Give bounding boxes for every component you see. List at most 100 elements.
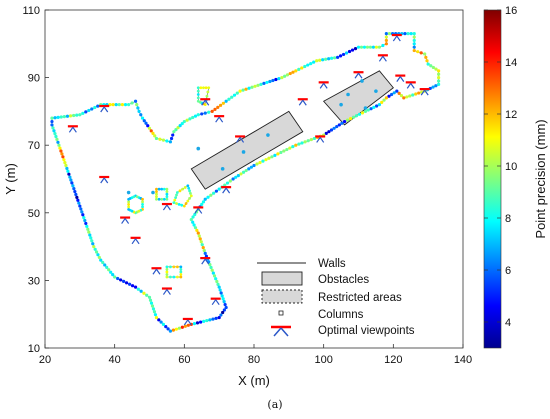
- scan-point: [56, 140, 60, 144]
- scan-point: [244, 168, 248, 173]
- scan-point: [113, 275, 117, 279]
- scan-point: [55, 137, 59, 142]
- x-axis-label: X (m): [238, 373, 270, 388]
- scan-point: [425, 59, 429, 63]
- scan-point: [342, 119, 347, 124]
- scan-point: [234, 175, 238, 179]
- scan-point: [198, 320, 203, 324]
- scan-point: [145, 293, 149, 297]
- legend-walls-label: Walls: [318, 258, 346, 270]
- scan-point: [149, 129, 153, 133]
- scan-point: [389, 92, 394, 97]
- scan-point: [228, 179, 232, 183]
- scan-point: [155, 192, 158, 196]
- obstacles-layer: [190, 70, 394, 190]
- scan-point: [155, 190, 158, 194]
- scan-point: [362, 45, 367, 49]
- scan-point: [160, 197, 164, 201]
- scan-point: [153, 313, 158, 317]
- scan-point: [87, 230, 91, 234]
- optimal-viewpoint: [377, 54, 388, 62]
- scan-point: [219, 313, 223, 317]
- y-tick-label: 50: [28, 208, 40, 220]
- scan-point: [105, 265, 109, 269]
- scan-point: [182, 119, 186, 124]
- scan-point: [93, 247, 97, 251]
- scan-point: [209, 193, 213, 197]
- scan-point: [169, 275, 172, 279]
- interior-outline: [156, 188, 168, 200]
- scan-point: [303, 64, 307, 69]
- scan-point: [434, 84, 438, 88]
- scan-point: [80, 210, 84, 214]
- scan-point: [294, 143, 298, 147]
- scan-point: [137, 109, 141, 113]
- scan-point: [291, 145, 295, 149]
- scan-point: [157, 187, 161, 191]
- column: [151, 190, 155, 195]
- optimal-viewpoint: [161, 287, 172, 295]
- scan-point: [241, 170, 246, 174]
- scan-point: [160, 187, 164, 191]
- scan-point: [162, 187, 166, 191]
- optimal-viewpoint: [318, 81, 329, 89]
- scan-point: [127, 200, 130, 204]
- scan-point: [84, 221, 88, 226]
- column: [266, 133, 270, 137]
- column: [126, 190, 131, 195]
- scan-point: [67, 172, 71, 176]
- scan-point: [52, 129, 56, 133]
- scan-point: [155, 195, 158, 199]
- scan-point: [72, 113, 76, 118]
- scan-point: [359, 45, 364, 49]
- optimal-viewpoint: [405, 81, 416, 89]
- scan-point: [198, 237, 202, 241]
- scan-point: [414, 92, 418, 96]
- colorbar-tick-label: 4: [505, 317, 511, 329]
- scan-point: [406, 32, 410, 36]
- scan-point: [205, 318, 209, 323]
- scan-point: [196, 113, 200, 117]
- scan-point: [176, 126, 180, 130]
- scan-point: [206, 195, 210, 199]
- scan-point: [324, 131, 328, 135]
- optimal-viewpoint: [297, 98, 308, 106]
- scan-point: [236, 174, 240, 178]
- scan-point: [191, 115, 195, 120]
- scan-point: [357, 112, 362, 116]
- scan-point: [164, 324, 168, 329]
- scan-point: [222, 308, 226, 312]
- obstacle: [190, 110, 304, 190]
- scan-point: [109, 270, 113, 274]
- scan-point: [147, 295, 152, 299]
- optimal-viewpoint: [395, 74, 406, 82]
- column: [339, 102, 343, 107]
- scan-point: [329, 128, 334, 132]
- scan-point: [82, 216, 86, 220]
- scan-point: [210, 268, 214, 272]
- scan-point: [151, 307, 156, 311]
- scan-point: [65, 114, 70, 118]
- scan-point: [150, 304, 155, 308]
- scan-point: [152, 310, 157, 314]
- legend-viewpoint-swatch: [271, 325, 291, 337]
- interior-outlines: [127, 86, 211, 279]
- scan-point: [142, 291, 146, 295]
- scan-point: [412, 38, 416, 43]
- scan-point: [68, 114, 73, 118]
- scan-point: [171, 328, 175, 332]
- scan-point: [333, 56, 337, 60]
- optimal-viewpoint: [353, 71, 364, 79]
- scan-point: [212, 274, 217, 278]
- scan-point: [151, 131, 155, 135]
- scan-point: [53, 132, 57, 136]
- scan-point: [162, 197, 166, 201]
- scan-point: [60, 152, 64, 156]
- scan-point: [344, 51, 349, 55]
- scan-point: [431, 65, 435, 70]
- scan-point: [120, 103, 125, 107]
- scan-point: [70, 181, 74, 185]
- scan-point: [232, 93, 237, 97]
- scan-point: [186, 199, 190, 203]
- scan-point: [57, 143, 61, 147]
